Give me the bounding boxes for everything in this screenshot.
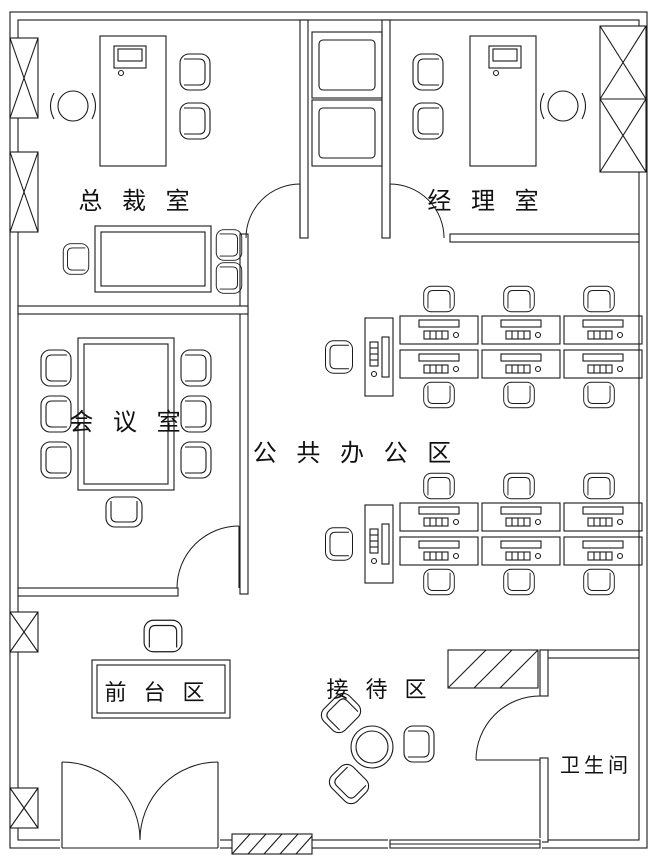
interior-doors [176, 183, 541, 761]
front-desk-area [91, 619, 231, 719]
interior-walls [17, 19, 640, 843]
side-meeting-table-inner [100, 231, 206, 287]
wall-meeting-bottom [17, 587, 179, 597]
wall-restroom-left-lower [539, 757, 549, 843]
meeting-room [40, 337, 212, 528]
reception-desk [91, 659, 231, 719]
wall-lobby-left [299, 19, 309, 239]
executive-desk [469, 35, 537, 167]
president-office-door [245, 183, 301, 239]
wall-columns [9, 25, 647, 829]
window-strip [388, 838, 542, 850]
conference-table-inner [83, 343, 169, 485]
window-sill [231, 833, 313, 855]
president-office [49, 35, 243, 294]
window-column-icon [9, 787, 39, 829]
conference-table [77, 337, 175, 491]
round-table-inner [355, 730, 389, 764]
wall-president-meeting [17, 305, 249, 315]
door-swing-arc [61, 761, 141, 841]
wall-restroom-left-upper [539, 649, 549, 697]
room-label-reception: 接 待 区 [327, 678, 432, 703]
manager-office-door [389, 183, 445, 239]
round-table [350, 725, 394, 769]
room-label-manager-office: 经 理 室 [427, 187, 544, 215]
reception-area [317, 689, 435, 808]
window-column-icon [9, 611, 39, 653]
room-label-open-office: 公 共 办 公 区 [253, 439, 458, 467]
window-column-icon [9, 37, 39, 119]
door-swing-arc [139, 761, 219, 841]
room-label-meeting-room: 会 议 室 [69, 408, 186, 436]
room-label-president-office: 总 裁 室 [78, 187, 195, 215]
wall-restroom-top [539, 649, 640, 659]
wall-office-divider [239, 233, 249, 595]
room-label-restroom: 卫生间 [560, 753, 632, 777]
reception-desk-inner [96, 664, 226, 714]
window-column-icon [9, 151, 39, 233]
manager-office [412, 35, 587, 167]
wall-lobby-right [381, 19, 391, 239]
entrance-double-door [60, 761, 220, 850]
exterior-walls [9, 11, 648, 849]
executive-desk [99, 35, 167, 167]
shaft-box [447, 649, 539, 689]
side-meeting-table [94, 225, 212, 293]
wall-manager-bottom [449, 233, 640, 243]
meeting-room-door [176, 525, 240, 589]
window-column-icon [599, 25, 647, 173]
restroom-door [475, 695, 541, 761]
room-label-front-desk: 前 台 区 [105, 681, 210, 706]
